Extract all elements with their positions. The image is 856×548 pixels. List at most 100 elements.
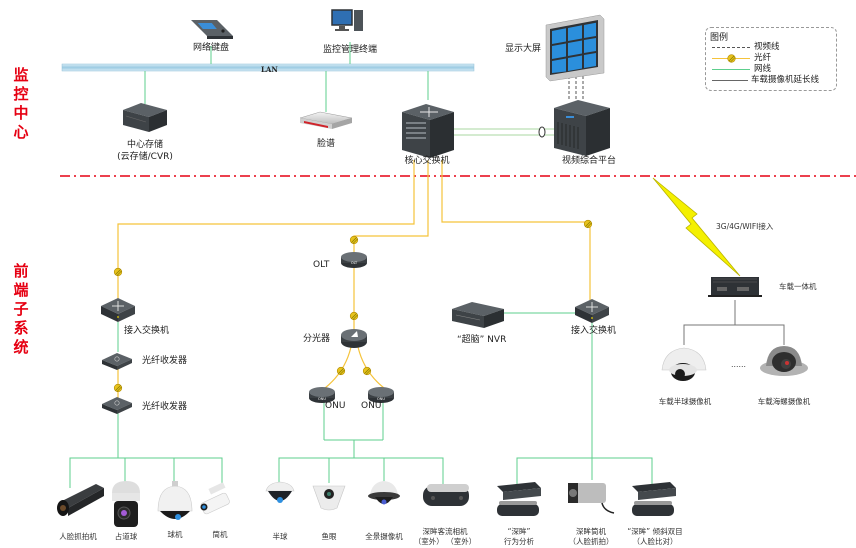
- binocular-camera-icon: [632, 482, 676, 516]
- legend-item-fiber: 光纤: [712, 53, 836, 64]
- onu-icon: ONU: [309, 387, 335, 403]
- section-label-control-center: 监控中心: [13, 66, 29, 141]
- legend-item-video: 视频线: [712, 42, 836, 53]
- camera-label: 占道球: [114, 532, 138, 541]
- ethernet-bus-middle: [278, 457, 444, 487]
- mgmt-terminal-label: 监控管理终端: [322, 45, 378, 55]
- vehicle-conch-camera-icon: [760, 346, 808, 376]
- road-ptz-camera-icon: [112, 481, 140, 527]
- camera-label: 深眸客流相机: [422, 527, 468, 536]
- fiber-link-onu-2: [357, 346, 385, 389]
- onu-2-label: ONU: [361, 401, 382, 411]
- fiber-node-icon: [113, 383, 123, 393]
- vehicle-unit-label: 车载一体机: [779, 282, 817, 291]
- behavior-analysis-camera-icon: [497, 482, 541, 516]
- core-switch-icon: [402, 104, 454, 158]
- splitter-label: 分光器: [303, 334, 331, 344]
- management-terminal-icon: [331, 9, 363, 31]
- wireless-access-label: 3G/4G/WIFI接入: [716, 222, 774, 231]
- nvr-icon: [452, 302, 504, 328]
- ethernet-bus-left: [69, 412, 119, 488]
- fisheye-camera-icon: [312, 485, 346, 511]
- ptz-dome-camera-icon: [157, 481, 193, 520]
- legend-swatch-vehicle: [712, 80, 748, 81]
- camera-label: “深眸” 倾斜双目: [627, 527, 683, 536]
- splitter-icon: [341, 329, 367, 348]
- camera-label: 人脸抓拍机: [59, 532, 97, 541]
- legend-item-ethernet: 网线: [712, 64, 836, 75]
- fiber-node-icon: [113, 267, 123, 277]
- mini-dome-camera-icon: [265, 481, 295, 503]
- ethernet-bus-right: [516, 457, 653, 487]
- onu-icon: ONU: [368, 387, 394, 403]
- cable-bundle-icon: [538, 126, 546, 138]
- fiber-node-icon: [349, 235, 359, 245]
- central-storage-icon: [123, 103, 167, 132]
- transceiver-2-label: 光纤收发器: [142, 402, 188, 412]
- camera-label: 深眸筒机: [576, 527, 606, 536]
- vehicle-line-bus: [683, 324, 785, 345]
- face-capture-camera-icon: [57, 484, 104, 516]
- lan-label: LAN: [261, 65, 278, 74]
- central-storage-label: 中心存储: [126, 140, 164, 150]
- vehicle-cam-2-label: 车载海螺摄像机: [757, 397, 811, 406]
- vehicle-mobile-unit-icon: [708, 277, 762, 297]
- face-library-label: 脸谱: [316, 139, 336, 149]
- transceiver-1-label: 光纤收发器: [142, 356, 188, 366]
- access-switch-left-label: 接入交换机: [124, 326, 170, 336]
- fiber-node-icon: [349, 311, 359, 321]
- olt-icon: OLT: [341, 252, 367, 268]
- fiber-link-olt: [353, 160, 429, 252]
- vehicle-cam-1-label: 车载半球摄像机: [658, 397, 712, 406]
- olt-badge: OLT: [351, 261, 358, 265]
- access-switch-right-label: 接入交换机: [571, 326, 617, 336]
- onu-badge: ONU: [377, 397, 385, 401]
- lan-bus: [61, 63, 475, 72]
- fiber-link-onu-1: [324, 346, 352, 389]
- legend: 图例 视频线 光纤 网线 车载摄像机延长线: [705, 27, 837, 91]
- camera-sublabel: （室外） （室外）: [413, 537, 477, 546]
- fiber-node-icon: [336, 366, 346, 376]
- people-counting-camera-icon: [423, 484, 469, 506]
- nvr-label: “超脑” NVR: [457, 335, 507, 345]
- video-wall-icon: [545, 14, 605, 82]
- video-platform-label: 视频综合平台: [561, 156, 617, 166]
- fiber-node-icon: [727, 54, 736, 63]
- access-switch-icon: [100, 297, 136, 323]
- camera-label: 球机: [167, 530, 183, 539]
- video-platform-icon: [554, 100, 610, 156]
- core-switch-label: 核心交换机: [404, 156, 450, 166]
- legend-item-vehicle: 车载摄像机延长线: [712, 75, 836, 86]
- legend-label-fiber: 光纤: [754, 53, 772, 63]
- fiber-transceiver-icon: [101, 352, 133, 371]
- network-keyboard-label: 网络键盘: [192, 43, 230, 53]
- camera-label: “深眸”: [507, 527, 531, 536]
- fiber-link-right-branch: [441, 160, 591, 300]
- legend-swatch-ethernet: [712, 69, 750, 70]
- ethernet-bus-left-2: [70, 457, 223, 488]
- camera-sublabel: （人脸比对）: [632, 537, 678, 546]
- video-wall-label: 显示大屏: [505, 44, 542, 54]
- deep-eye-bullet-camera-icon: [568, 483, 615, 514]
- vehicle-mini-dome-camera-icon: [661, 347, 707, 381]
- legend-label-video: 视频线: [754, 42, 780, 52]
- camera-label: 鱼眼: [321, 532, 337, 541]
- fiber-link-left-branch: [117, 160, 415, 300]
- onu-badge: ONU: [318, 397, 326, 401]
- section-label-front-end: 前端子系统: [13, 262, 29, 356]
- vehicle-ellipsis: ……: [731, 360, 746, 369]
- camera-label: 半球: [272, 532, 288, 541]
- access-switch-icon: [574, 298, 610, 324]
- bullet-camera-icon: [200, 482, 230, 515]
- camera-label: 全景摄像机: [365, 532, 403, 541]
- legend-swatch-video: [712, 47, 750, 48]
- central-storage-sublabel: (云存储/CVR): [117, 152, 173, 162]
- face-library-server-icon: [299, 111, 353, 129]
- camera-sublabel: （人脸抓拍）: [568, 537, 614, 546]
- fiber-node-icon: [362, 366, 372, 376]
- camera-label: 筒机: [212, 530, 228, 539]
- network-keyboard-icon: [191, 20, 233, 39]
- panoramic-camera-icon: [368, 481, 400, 505]
- fiber-transceiver-icon: [101, 396, 133, 415]
